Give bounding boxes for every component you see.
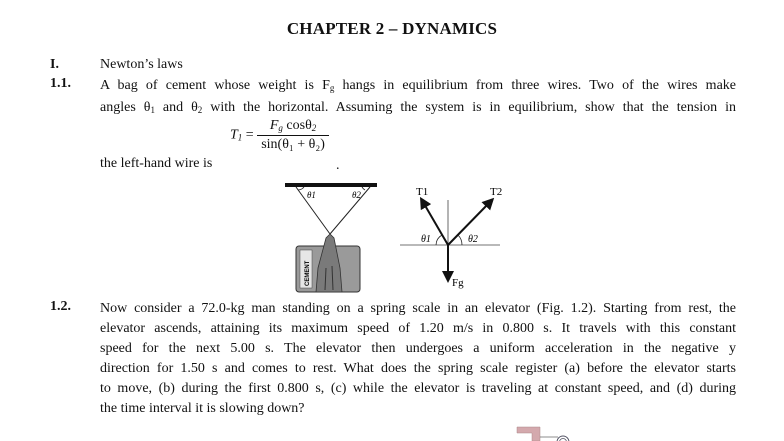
formula-fraction: Fg cosθ2 sin(θ₁ + θ₂)	[257, 118, 329, 153]
vector-t1	[419, 196, 449, 246]
problem-number-1-1: 1.1.	[50, 76, 71, 91]
theta1-label: θ1	[307, 190, 316, 200]
problem-1-2-line-2: elevator ascends, attaining its maximum …	[100, 321, 736, 336]
problem-1-2-line-6: the time interval it is slowing down?	[100, 401, 305, 416]
problem-1-2-line-4: direction for 1.50 s and comes to rest. …	[100, 361, 736, 376]
angle2-label: θ2	[468, 234, 478, 245]
problem-1-1-line-1: A bag of cement whose weight is Fg hangs…	[100, 78, 737, 93]
angle1-label: θ1	[421, 234, 431, 245]
cement-text: CEMENT	[305, 260, 311, 286]
problem-number-1-2: 1.2.	[50, 299, 71, 314]
formula-period: .	[336, 158, 340, 173]
free-body-diagram: T1 T2 θ1 θ2 Fg	[400, 186, 502, 289]
problem-1-2-line-5: to move, (b) during the first 0.800 s, (…	[100, 381, 736, 396]
t2-label: T2	[490, 186, 502, 198]
problem-1-1-text: A bag of cement whose weight is Fg hangs…	[100, 76, 736, 120]
tension-formula: T1 = Fg cosθ2 sin(θ₁ + θ₂)	[230, 118, 329, 153]
t1-label: T1	[416, 186, 428, 198]
cement-bag-figure: θ1 θ2 CEMENT	[285, 183, 377, 293]
section-title: Newton’s laws	[100, 57, 183, 72]
fg-label: Fg	[452, 277, 464, 289]
problem-1-2-line-3: speed for the next 5.00 s. The elevator …	[100, 341, 736, 356]
problem-1-2-text: Now consider a 72.0-kg man standing on a…	[100, 299, 736, 419]
elevator-figure-partial	[516, 426, 570, 441]
problem-1-2-line-1: Now consider a 72.0-kg man standing on a…	[100, 301, 736, 316]
problem-1-1-lead-in: the left-hand wire is	[100, 156, 213, 171]
formula-numerator: Fg cosθ2	[257, 118, 329, 136]
theta2-label: θ2	[352, 190, 361, 200]
section-number: I.	[50, 57, 59, 72]
vector-t2	[447, 197, 495, 246]
ceiling-beam	[285, 183, 377, 187]
bag-neck	[315, 233, 343, 293]
problem-1-1-line-2: angles θ1 and θ2 with the horizontal. As…	[100, 100, 736, 115]
formula-denominator: sin(θ₁ + θ₂)	[261, 137, 325, 152]
chapter-title: CHAPTER 2 – DYNAMICS	[286, 19, 498, 38]
